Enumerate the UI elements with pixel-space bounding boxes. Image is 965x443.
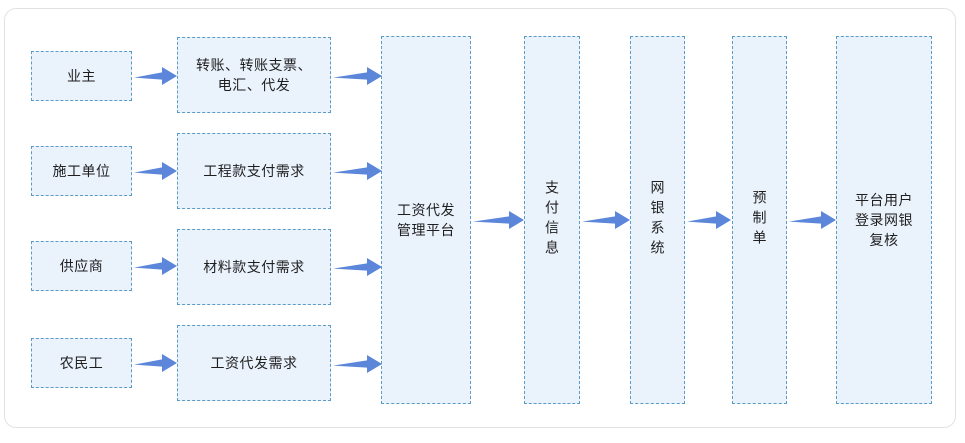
node-label: 预制单 [751,190,768,250]
node-actor-owner[interactable]: 业主 [31,51,132,101]
node-label: 转账、转账支票、 电汇、代发 [196,56,312,93]
node-actor-contractor[interactable]: 施工单位 [31,146,132,196]
node-demand-transfer-methods[interactable]: 转账、转账支票、 电汇、代发 [177,37,331,113]
node-label: 平台用户 登录网银 复核 [855,191,913,249]
node-label: 工程款支付需求 [203,162,305,179]
node-label: 业主 [67,67,96,84]
node-label: 施工单位 [52,162,111,179]
node-demand-project-payment[interactable]: 工程款支付需求 [177,133,331,209]
node-stage-prefab-order[interactable]: 预制单 [732,36,787,404]
node-demand-material-payment[interactable]: 材料款支付需求 [177,229,331,305]
node-stage-ebank-system[interactable]: 网银系统 [630,36,685,404]
node-label: 网银系统 [649,180,666,260]
node-label: 工资代发 管理平台 [397,201,455,238]
node-label: 农民工 [59,354,104,371]
node-actor-supplier[interactable]: 供应商 [31,241,132,291]
node-stage-payment-info[interactable]: 支付信息 [524,36,580,404]
node-label: 材料款支付需求 [203,258,305,275]
node-label: 工资代发需求 [210,354,298,371]
node-stage-platform[interactable]: 工资代发 管理平台 [381,36,471,404]
node-label: 供应商 [59,257,104,274]
diagram-card-frame [4,8,956,428]
node-actor-worker[interactable]: 农民工 [31,338,132,388]
node-label: 支付信息 [544,180,560,260]
node-demand-salary-payment[interactable]: 工资代发需求 [177,325,331,401]
node-stage-platform-user-review[interactable]: 平台用户 登录网银 复核 [836,36,932,404]
